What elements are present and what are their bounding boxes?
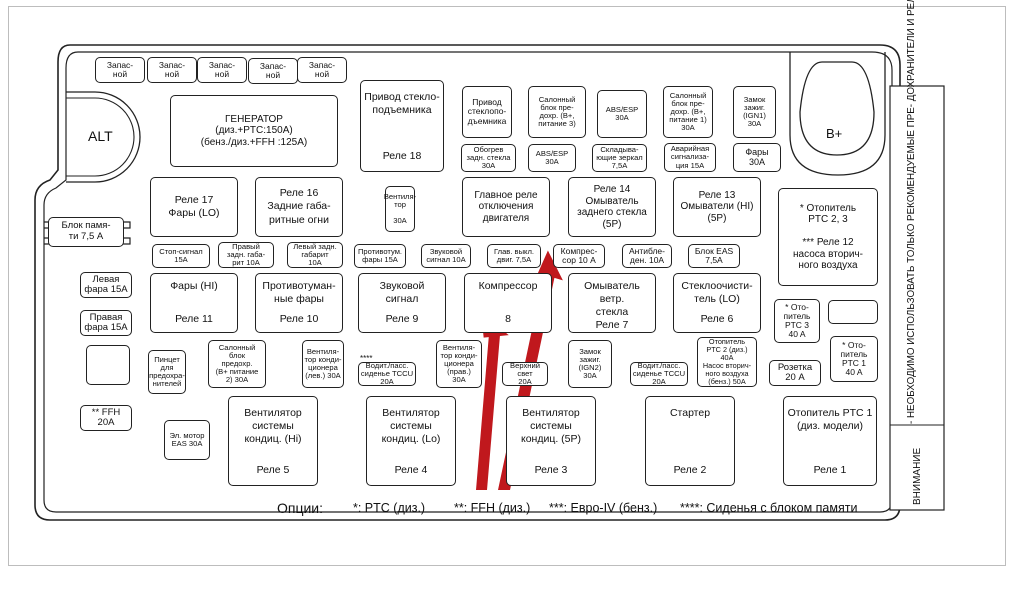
relay-1: Отопитель PTC 1 (диз. модели) Реле 1 xyxy=(783,396,877,486)
ignition-lock-2-fuse: Замок зажиг. (IGN2) 30A xyxy=(568,340,612,388)
relay-18: Привод стекло- подъемника Реле 18 xyxy=(360,80,444,172)
relay-10: Противотуман- ные фары Реле 10 xyxy=(255,273,343,333)
relay-13: Реле 13 Омыватели (HI) (5P) xyxy=(673,177,761,237)
abs-esp-fuse-2: ABS/ESP 30A xyxy=(528,144,576,172)
relay-8: Компрессор 8 xyxy=(464,273,552,333)
ignition-lock-1-fuse: Замок зажиг. (IGN1) 30A xyxy=(733,86,776,138)
image-frame xyxy=(8,6,1006,566)
eas-motor-fuse: Эл. мотор EAS 30A xyxy=(164,420,210,460)
relay-3: Вентилятор системы кондиц. (5P) Реле 3 xyxy=(506,396,596,486)
abs-esp-fuse: ABS/ESP 30A xyxy=(597,90,647,138)
mirrors-fold-fuse: Складыва- ющие зеркал 7,5A xyxy=(592,144,647,172)
rear-heater-fuse: Обогрев задн. стекла 30A xyxy=(461,144,516,172)
relay-16: Реле 16 Задние габа- ритные огни xyxy=(255,177,343,237)
relay-2-number: Реле 2 xyxy=(673,463,707,476)
spare-fuse-4: Запас- ной xyxy=(248,58,298,84)
fog-light-fuse: Противотум. фары 15A xyxy=(354,244,406,268)
relay-9-number: Реле 9 xyxy=(385,312,419,325)
seat-tccu-fuse-2: Водит./пасс. сиденье TCCU 20A xyxy=(630,361,688,386)
stop-signal-fuse: Стоп-сигнал 15A xyxy=(152,244,210,268)
relay-5-number: Реле 5 xyxy=(256,463,290,476)
ffh-fuse: ** FFH 20A xyxy=(80,405,132,431)
relay-3-name: Вентилятор системы кондиц. (5P) xyxy=(520,407,582,446)
generator-fuse: ГЕНЕРАТОР (диз.+PTC:150A) (бенз./диз.+FF… xyxy=(170,95,338,167)
fan-fuse: Вентиля- тор 30A xyxy=(384,186,416,232)
horn-fuse: Звуковой сигнал 10A xyxy=(421,244,471,268)
relay-7: Омыватель ветр. стекла Реле 7 xyxy=(568,273,656,333)
relay-2-name: Стартер xyxy=(669,407,711,419)
seat-tccu-fuse: Водит./пасс. сиденье TCCU 20A xyxy=(358,361,416,386)
attention-text: - НЕОБХОДИМО ИСПОЛЬЗОВАТЬ ТОЛЬКО РЕКОМЕН… xyxy=(906,0,918,424)
relay-11: Фары (HI) Реле 11 xyxy=(150,273,238,333)
alt-label: ALT xyxy=(88,128,113,144)
relay-4: Вентилятор системы кондиц. (Lo) Реле 4 xyxy=(366,396,456,486)
left-tail-fuse: Левый задн. габарит 10A xyxy=(287,242,343,268)
relay-5: Вентилятор системы кондиц. (Hi) Реле 5 xyxy=(228,396,318,486)
relay-8-name: Компрессор xyxy=(478,280,538,292)
right-headlight-fuse: Правая фара 15A xyxy=(80,310,132,336)
relay-4-name: Вентилятор системы кондиц. (Lo) xyxy=(381,407,441,446)
option-euro4: ***: Евро-IV (бенз.) xyxy=(549,501,658,515)
upper-light-fuse: Верхний свет 20A xyxy=(502,361,548,386)
left-headlight-fuse: Левая фара 15A xyxy=(80,272,132,298)
relay-6-name: Стеклоочисти- тель (LO) xyxy=(681,280,753,306)
option-ptc: *: PTC (диз.) xyxy=(353,501,426,515)
socket-fuse: Розетка 20 A xyxy=(769,360,821,386)
attention-title: ВНИМАНИЕ xyxy=(912,447,923,505)
ptc2-pump-fuse: Отопитель PTC 2 (диз.) 40A Насос вторич-… xyxy=(697,337,757,387)
bplus-label: B+ xyxy=(826,126,843,141)
relay-1-number: Реле 1 xyxy=(813,463,847,476)
relay-1-name: Отопитель PTC 1 (диз. модели) xyxy=(787,407,873,433)
fuse-tweezers: Пинцет для предохра- нителей xyxy=(148,350,186,394)
memory-block-fuse: Блок памя- ти 7,5 A xyxy=(48,217,124,247)
relay-4-number: Реле 4 xyxy=(394,463,428,476)
option-ffh: **: FFH (диз.) xyxy=(454,501,531,515)
relay-8-number: 8 xyxy=(505,312,511,325)
salon-fuse-block-1: Салонный блок пре- дохр. (B+, питание 1)… xyxy=(663,86,713,138)
empty-slot-left xyxy=(86,345,130,385)
relay-2: Стартер Реле 2 xyxy=(645,396,735,486)
relay-10-name: Противотуман- ные фары xyxy=(262,280,336,306)
relay-6: Стеклоочисти- тель (LO) Реле 6 xyxy=(673,273,761,333)
spare-fuse-5: Запас- ной xyxy=(297,57,347,83)
empty-slot-right xyxy=(828,300,878,324)
relay-5-name: Вентилятор системы кондиц. (Hi) xyxy=(244,407,302,446)
relay-17: Реле 17 Фары (LO) xyxy=(150,177,238,237)
relay-9: Звуковой сигнал Реле 9 xyxy=(358,273,446,333)
main-switch-fuse: Глав. выкл. двиг. 7,5A xyxy=(487,244,541,268)
relay-18-name: Привод стекло- подъемника xyxy=(364,91,440,117)
relay-7-name: Омыватель ветр. стекла xyxy=(584,280,640,319)
cond-fan-left-fuse: Вентиля- тор конди- ционера (лев.) 30A xyxy=(302,340,344,388)
ptc1-fuse: * Ото- питель PTC 1 40 A xyxy=(830,336,878,382)
salon-fuse-block-2: Салонный блок предохр. (B+ питание 2) 30… xyxy=(208,340,266,388)
relay-18-number: Реле 18 xyxy=(382,149,422,162)
relay-7-number: Реле 7 xyxy=(595,319,629,332)
window-lift-fuse: Привод стеклопо- дъемника xyxy=(462,86,512,138)
main-engine-relay: Главное реле отключения двигателя xyxy=(462,177,550,237)
relay-11-number: Реле 11 xyxy=(175,312,213,325)
relay-9-name: Звуковой сигнал xyxy=(379,280,425,306)
salon-fuse-block-3: Салонный блок пре- дохр. (B+, питание 3) xyxy=(528,86,586,138)
hazard-fuse: Аварийная сигнализа- ция 15A xyxy=(664,143,716,172)
headlights-fuse: Фары 30A xyxy=(733,143,781,172)
antifog-fuse: Антибле- ден. 10A xyxy=(622,244,672,268)
options-label: Опции: xyxy=(277,500,324,516)
eas-block-fuse: Блок EAS 7,5A xyxy=(688,244,740,268)
relay-11-name: Фары (HI) xyxy=(170,280,218,292)
seat-option-marker: **** xyxy=(360,354,373,363)
relay-3-number: Реле 3 xyxy=(534,463,568,476)
spare-fuse-2: Запас- ной xyxy=(147,57,197,83)
spare-fuse-3: Запас- ной xyxy=(197,57,247,83)
option-memory-seats: ****: Сиденья с блоком памяти xyxy=(680,501,858,515)
right-tail-fuse: Правый задн. габа- рит 10A xyxy=(218,242,274,268)
compressor-fuse: Компрес- сор 10 A xyxy=(553,244,605,268)
ptc-heater-box: * Отопитель PTC 2, 3 *** Реле 12 насоса … xyxy=(778,188,878,286)
spare-fuse-1: Запас- ной xyxy=(95,57,145,83)
relay-6-number: Реле 6 xyxy=(700,312,734,325)
ptc3-fuse: * Ото- питель PTC 3 40 A xyxy=(774,299,820,343)
cond-fan-right-fuse: Вентиля- тор конди- ционера (прав.) 30A xyxy=(436,340,482,388)
relay-10-number: Реле 10 xyxy=(279,312,319,325)
relay-14: Реле 14 Омыватель заднего стекла (5P) xyxy=(568,177,656,237)
